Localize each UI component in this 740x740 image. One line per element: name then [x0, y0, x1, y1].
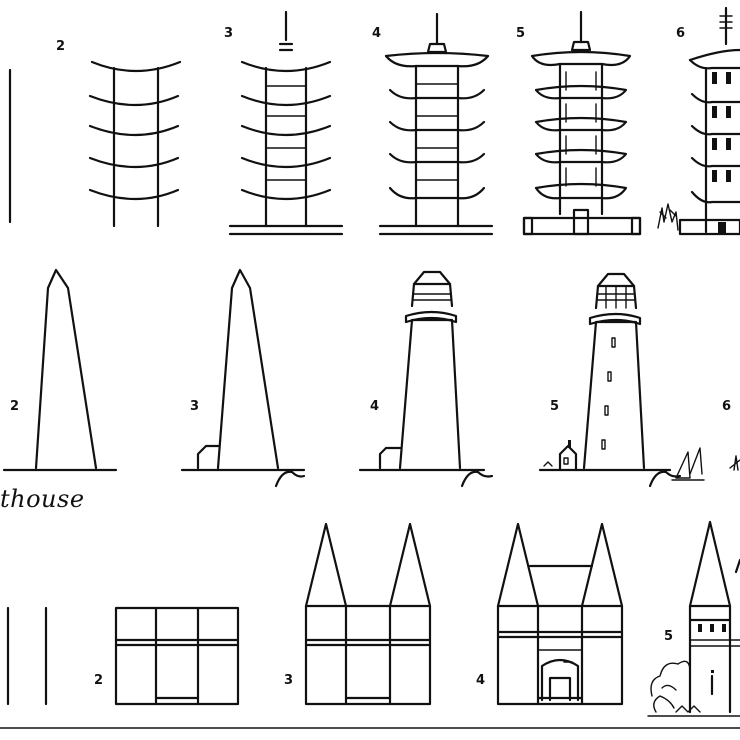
gate-step-1 — [6, 606, 48, 706]
pagoda-step-3: 3 — [224, 10, 344, 236]
lighthouse-step-6: 6 — [722, 399, 740, 471]
gate-section: 2 3 4 — [6, 520, 740, 717]
pagoda-step-4-number: 4 — [372, 26, 381, 41]
gate-step-3: 3 — [284, 522, 432, 706]
pagoda-step-6-number: 6 — [676, 26, 685, 41]
lighthouse-step-4-number: 4 — [370, 399, 379, 414]
gate-step-5: 5 — [647, 520, 740, 717]
gate-step-3-number: 3 — [284, 673, 293, 688]
lighthouse-step-2-number: 2 — [10, 399, 19, 414]
lighthouse-step-5: 5 — [538, 272, 705, 488]
pagoda-step-2-number: 2 — [56, 39, 65, 54]
pagoda-section: 2 3 — [8, 6, 740, 236]
lighthouse-step-6-number: 6 — [722, 399, 731, 414]
pagoda-step-5: 5 — [516, 10, 642, 236]
lighthouse-caption: thouse — [0, 485, 85, 513]
lighthouse-section: 2 3 4 5 — [0, 268, 740, 513]
lighthouse-step-5-number: 5 — [550, 399, 559, 414]
gate-step-5-number: 5 — [664, 629, 673, 644]
pagoda-step-3-number: 3 — [224, 26, 233, 41]
pagoda-step-5-number: 5 — [516, 26, 525, 41]
gate-step-2: 2 — [94, 606, 240, 706]
pagoda-step-2: 2 — [56, 39, 182, 228]
gate-step-2-number: 2 — [94, 673, 103, 688]
pagoda-step-6: 6 — [657, 6, 740, 236]
gate-step-4: 4 — [476, 522, 624, 706]
lighthouse-step-3-number: 3 — [190, 399, 199, 414]
lighthouse-step-3: 3 — [180, 268, 306, 488]
lighthouse-step-2: 2 — [2, 268, 118, 472]
pagoda-step-4: 4 — [372, 12, 494, 236]
gate-step-4-number: 4 — [476, 673, 485, 688]
lighthouse-step-4: 4 — [358, 270, 494, 488]
